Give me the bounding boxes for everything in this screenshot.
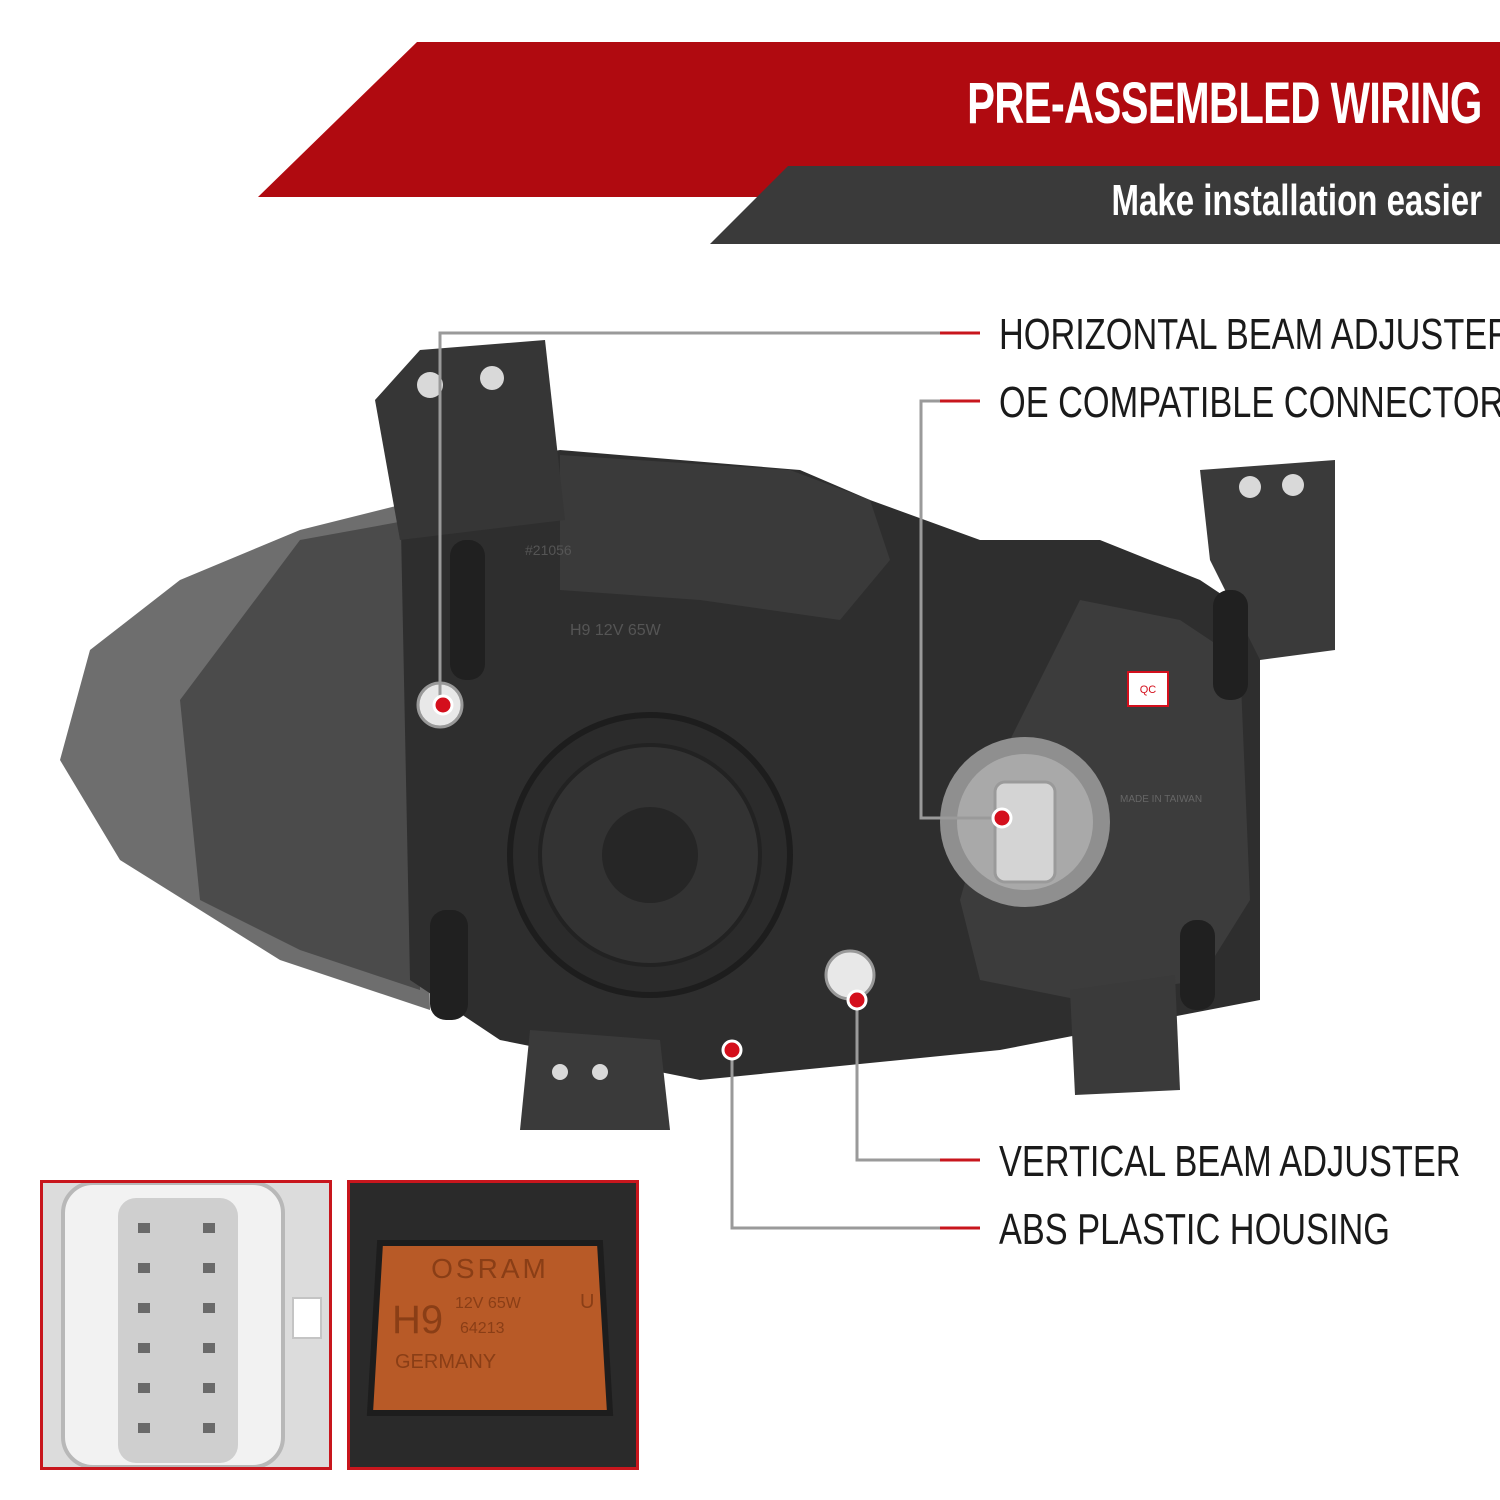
bulb-type-text: H9 <box>392 1298 443 1342</box>
inset-connector-closeup <box>40 1180 332 1470</box>
bulb-letter-text: U <box>580 1291 594 1313</box>
mount-post <box>450 540 485 680</box>
qc-sticker <box>1127 671 1169 707</box>
mount-post <box>1213 590 1248 700</box>
inset-bulb-closeup: OSRAM H9 12V 65W U 64213 GERMANY <box>347 1180 639 1470</box>
callout-label-vertical-adjuster: VERTICAL BEAM ADJUSTER <box>999 1137 1461 1186</box>
connector-plug <box>993 780 1057 884</box>
vertical-adjuster-knob <box>824 949 876 1001</box>
callout-label-housing: ABS PLASTIC HOUSING <box>999 1205 1390 1254</box>
bracket-hole <box>1282 474 1304 496</box>
bracket-hole <box>480 366 504 390</box>
housing-part-number: #21056 <box>525 542 572 558</box>
bulb-cap-center <box>602 807 698 903</box>
banner-subtitle: Make installation easier <box>1111 176 1483 225</box>
housing-left-shell-shadow <box>180 520 420 990</box>
bulb-code-text: 64213 <box>460 1320 505 1337</box>
callout-line-horizontal-adjuster <box>438 331 980 705</box>
bulb-brand-text: OSRAM <box>431 1253 549 1284</box>
callout-dot <box>846 989 868 1011</box>
callout-label-connector: OE COMPATIBLE CONNECTOR <box>999 378 1500 427</box>
callout-label-horizontal-adjuster: HORIZONTAL BEAM ADJUSTER <box>999 310 1500 359</box>
connector-closeup-illustration <box>43 1183 329 1467</box>
bracket-right <box>1200 460 1335 660</box>
bracket-hole <box>1239 476 1261 498</box>
callout-dot <box>432 694 454 716</box>
connector-pins <box>138 1223 215 1433</box>
bracket-bottom-center <box>520 1030 670 1130</box>
bracket-hole <box>592 1064 608 1080</box>
housing-upper-ridge <box>560 455 890 620</box>
bulb-rating-text: 12V 65W <box>455 1295 522 1312</box>
mount-post <box>430 910 468 1020</box>
banner-title: PRE-ASSEMBLED WIRING <box>967 71 1482 136</box>
bracket-top-left <box>375 340 565 540</box>
housing-made-in: MADE IN TAIWAN <box>1120 794 1202 805</box>
callout-line-housing <box>730 1050 980 1230</box>
bracket-bottom-right <box>1070 975 1180 1095</box>
banner-dark-stripe <box>710 166 1500 244</box>
qc-sticker-text: QC <box>1140 684 1157 696</box>
callout-dot <box>721 1039 743 1061</box>
bulb-closeup-illustration: OSRAM H9 12V 65W U 64213 GERMANY <box>350 1183 636 1467</box>
callout-dot <box>991 807 1013 829</box>
bracket-hole <box>552 1064 568 1080</box>
mount-post <box>1180 920 1215 1010</box>
bulb-country-text: GERMANY <box>395 1351 496 1373</box>
callout-line-vertical-adjuster <box>855 1000 980 1162</box>
housing-bulb-spec: H9 12V 65W <box>570 622 662 639</box>
bracket-hole <box>417 372 443 398</box>
